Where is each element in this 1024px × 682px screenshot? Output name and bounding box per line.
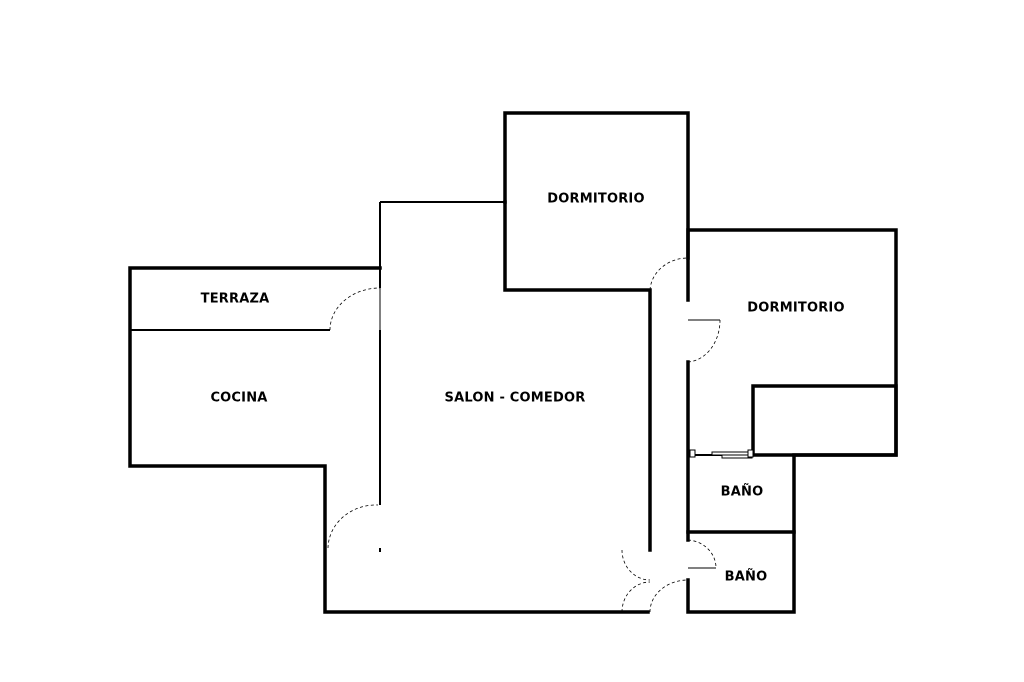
room-label-bano-1: BAÑO xyxy=(720,484,764,500)
room-label-dormitorio-2: DORMITORIO xyxy=(747,300,845,316)
door-bano-2 xyxy=(687,539,717,569)
room-label-bano-2: BAÑO xyxy=(724,569,768,585)
door-entrance-kitchen xyxy=(324,504,379,552)
dormitorio-1-walls xyxy=(503,111,690,552)
room-label-cocina: COCINA xyxy=(210,390,268,406)
door-hall-left xyxy=(621,549,651,613)
kitchen-terrace-walls xyxy=(128,202,650,614)
room-label-terraza: TERRAZA xyxy=(200,291,270,307)
door-hall-right xyxy=(649,579,689,613)
door-dormitorio-1 xyxy=(649,257,689,291)
door-terraza xyxy=(329,287,381,331)
dormitorio-2-walls xyxy=(686,228,898,614)
room-label-salon-comedor: SALON - COMEDOR xyxy=(444,390,586,406)
door-dormitorio-2 xyxy=(687,319,721,363)
sliding-door-bano-1 xyxy=(689,449,754,459)
room-label-dormitorio-1: DORMITORIO xyxy=(547,191,645,207)
